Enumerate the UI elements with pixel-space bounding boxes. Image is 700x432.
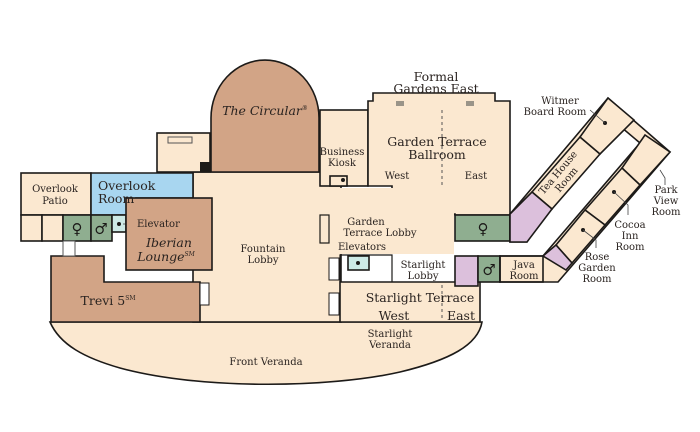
elevator-dot — [356, 261, 360, 265]
rose-garden-label: Rose — [585, 252, 610, 263]
kiosk-counter — [329, 175, 348, 187]
service-block — [200, 162, 210, 172]
rose-garden-label-3: Room — [582, 274, 612, 285]
ballroom-east-label: East — [465, 171, 487, 182]
mens-restroom-icon: ♂ — [482, 261, 495, 279]
witmer-label-2: Board Room — [524, 107, 587, 118]
stair-icon — [167, 136, 193, 144]
java-room[interactable] — [499, 255, 544, 283]
steps — [62, 240, 76, 257]
garden-terrace-lobby-label-2: Terrace Lobby — [343, 228, 416, 239]
the-circular-room[interactable] — [210, 59, 320, 173]
stairs — [199, 282, 210, 306]
fountain-lobby-area[interactable] — [192, 171, 342, 323]
starlight-veranda-label-2: Veranda — [368, 340, 411, 351]
service-room — [454, 255, 479, 287]
cocoa-inn-label: Cocoa — [614, 220, 645, 231]
business-kiosk-label: Business — [320, 147, 365, 158]
fountain-lobby-label: Fountain — [241, 244, 286, 255]
service-room — [541, 243, 574, 272]
ballroom-label-2: Ballroom — [408, 147, 466, 162]
pillar — [319, 214, 330, 244]
storage-cell — [20, 214, 43, 242]
elevators-label: Elevators — [338, 242, 386, 253]
starlight-veranda-label: Starlight — [368, 329, 413, 340]
park-view-label-2: View — [653, 196, 679, 207]
cocoa-inn-label-3: Room — [615, 242, 645, 253]
garden-terrace-lobby[interactable] — [322, 188, 454, 254]
java-room-label-2: Room — [509, 271, 539, 282]
business-kiosk-label-2: Kiosk — [328, 158, 357, 169]
iberian-lounge-label: Iberian — [145, 235, 192, 250]
overlook-room-label: Overlook — [98, 178, 156, 193]
the-circular-label: The Circular® — [222, 103, 308, 118]
trevi-5-room[interactable] — [50, 255, 201, 323]
starlight-terrace-label: Starlight Terrace — [366, 290, 475, 305]
witmer-board-room[interactable] — [578, 96, 636, 156]
park-view-label-3: Room — [651, 207, 681, 218]
overlook-patio[interactable] — [20, 172, 92, 216]
iberian-lounge[interactable] — [125, 197, 213, 271]
starlight-terrace-east-label: East — [447, 308, 475, 323]
service-room — [509, 190, 554, 243]
elevator-label: Elevator — [137, 219, 180, 230]
starlight-terrace[interactable] — [339, 281, 481, 323]
door-marker — [466, 101, 474, 106]
kiosk-dot — [341, 178, 345, 182]
starlight-terrace-west-label: West — [379, 308, 410, 323]
formal-gardens-label-2: Gardens East — [393, 81, 478, 96]
overlook-room-label-2: Room — [98, 191, 134, 206]
womens-restroom-icon: ♀ — [72, 220, 83, 238]
iberian-lounge-label-2: LoungeSM — [136, 249, 195, 264]
fountain-lobby-label-2: Lobby — [247, 255, 278, 266]
overlook-patio-label-2: Patio — [42, 196, 67, 207]
elevator-dot — [117, 222, 121, 226]
stair-area — [156, 132, 211, 173]
ballroom-label: Garden Terrace — [387, 134, 486, 149]
formal-gardens-label: Formal — [414, 69, 459, 84]
garden-terrace-lobby-label: Garden — [347, 217, 385, 228]
womens-restroom-east[interactable] — [454, 214, 511, 242]
witmer-label: Witmer — [541, 96, 579, 107]
cocoa-inn-label-2: Inn — [622, 231, 639, 242]
front-veranda-area[interactable] — [48, 321, 483, 386]
starlight-lobby-label-2: Lobby — [407, 271, 438, 282]
java-room-label: Java — [512, 260, 535, 271]
overlook-patio-label: Overlook — [32, 184, 79, 195]
mens-restroom-icon: ♂ — [94, 220, 107, 238]
storage-cell — [41, 214, 64, 242]
starlight-lobby-label: Starlight — [401, 260, 446, 271]
ballroom-west-label: West — [385, 171, 410, 182]
rose-garden-label-2: Garden — [578, 263, 616, 274]
stairs — [328, 292, 340, 316]
front-veranda-label: Front Veranda — [229, 357, 302, 368]
trevi-5-label: Trevi 5SM — [81, 293, 136, 308]
stairs — [328, 257, 340, 281]
park-view-label: Park — [654, 185, 678, 196]
door-marker — [396, 101, 404, 106]
womens-restroom-icon: ♀ — [478, 220, 489, 238]
